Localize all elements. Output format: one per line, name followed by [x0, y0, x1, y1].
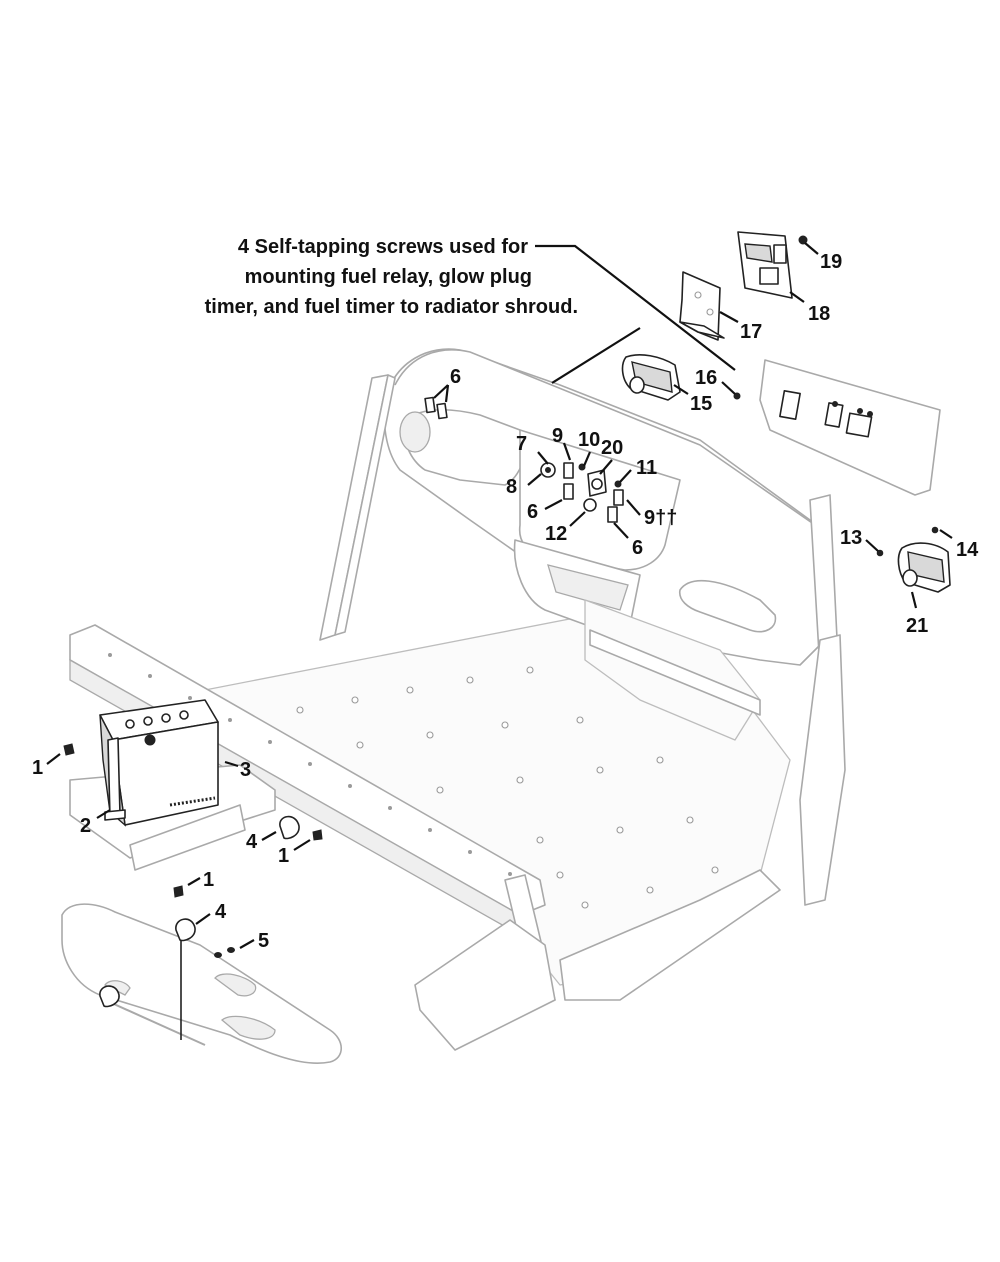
- left-roll-post-side: [334, 374, 396, 636]
- bolt-parts-1: [63, 743, 323, 898]
- radiator-shroud: [759, 359, 941, 496]
- bolt-part-1-b: [312, 829, 323, 841]
- nut-parts-5: [214, 947, 235, 958]
- note-line-3: timer, and fuel timer to radiator shroud…: [205, 296, 578, 318]
- switch-part-6-top: [424, 396, 448, 420]
- rear-step-plate: [414, 919, 556, 1051]
- callout-10: 10: [578, 429, 600, 451]
- screw-part-16: [733, 392, 741, 400]
- callout-4-lower: 4: [215, 901, 227, 923]
- callout-19: 19: [820, 251, 842, 273]
- callout-11: 11: [636, 457, 657, 479]
- callout-6-center: 6: [527, 501, 538, 523]
- bolt-part-1-a: [63, 743, 75, 756]
- floor-holes: [296, 666, 719, 909]
- relay-module-part-18: [737, 231, 793, 299]
- bumper-slot-b: [220, 1015, 276, 1040]
- battery-tray-rail: [129, 804, 246, 871]
- callout-2: 2: [80, 815, 91, 837]
- bumper-slot-c: [104, 980, 131, 996]
- clamp-part-4-a: [279, 815, 300, 840]
- key-switch-part-8: [540, 462, 556, 478]
- leader-lines: [46, 242, 953, 949]
- clamp-part-4-b: [175, 918, 196, 942]
- callout-16: 16: [695, 367, 717, 389]
- headlight-part-15: [621, 354, 681, 401]
- callout-18: 18: [808, 303, 830, 325]
- note-leader: [535, 244, 736, 371]
- switch-part-6-center: [563, 483, 574, 500]
- fuel-timer: [845, 412, 873, 438]
- right-front-post: [799, 634, 846, 906]
- fuel-relay: [779, 390, 801, 420]
- instrument-panel-switches: [563, 462, 624, 523]
- callout-5: 5: [258, 930, 269, 952]
- switch-part-9-right: [613, 489, 624, 506]
- warning-light-part-12: [583, 498, 597, 512]
- callout-14: 14: [956, 539, 979, 561]
- dash-grab-handle: [678, 579, 777, 633]
- screw-part-13: [876, 549, 884, 557]
- callout-4-upper: 4: [246, 831, 258, 853]
- clamp-mounted: [99, 985, 120, 1008]
- dashboard-top-rim: [394, 349, 816, 526]
- callout-17: 17: [740, 321, 762, 343]
- rear-right-frame: [559, 869, 781, 1001]
- callout-labels: 19 18 17 16 15 6 9 10 20 7 8 11 6 12 9††…: [32, 251, 979, 952]
- mounting-note: 4 Self-tapping screws used for mounting …: [205, 236, 578, 318]
- note-line-1: 4 Self-tapping screws used for: [238, 236, 528, 258]
- callout-1-battery: 1: [32, 757, 43, 779]
- cross-beam-holes: [108, 653, 512, 876]
- note-line-2: mounting fuel relay, glow plug: [245, 266, 532, 288]
- callout-1-bumper: 1: [203, 869, 214, 891]
- callout-3: 3: [240, 759, 251, 781]
- mounting-bracket-part-17: [679, 271, 725, 341]
- headlight-part-21: [876, 526, 951, 593]
- bolt-part-1-c: [173, 885, 184, 898]
- callout-20: 20: [601, 437, 623, 459]
- callout-9-right: 9††: [644, 507, 677, 529]
- switch-part-9: [563, 462, 574, 479]
- callout-8: 8: [506, 476, 517, 498]
- rear-crossmember: [589, 629, 761, 716]
- switch-part-6-right: [607, 506, 618, 523]
- dash-left-cylinder: [399, 411, 431, 453]
- screw-part-14: [931, 526, 939, 534]
- callout-15: 15: [690, 393, 712, 415]
- callout-21: 21: [906, 615, 928, 637]
- callout-6-right: 6: [632, 537, 643, 559]
- callout-6-top: 6: [450, 366, 461, 388]
- screw-part-19: [798, 235, 808, 245]
- note-leader-2: [551, 327, 641, 384]
- callout-7: 7: [516, 433, 527, 455]
- callout-12: 12: [545, 523, 567, 545]
- bumper-rod: [104, 999, 206, 1046]
- front-bumper-plate: [61, 903, 343, 1064]
- indicator-part-11: [614, 480, 622, 488]
- left-roll-post: [319, 374, 389, 641]
- battery-holddown-part-2: [104, 737, 126, 821]
- callout-1-clamp: 1: [278, 845, 289, 867]
- callout-9-a: 9: [552, 425, 563, 447]
- callout-13: 13: [840, 527, 862, 549]
- clamp-parts-4: [99, 815, 300, 1040]
- pocket-opening: [547, 564, 629, 611]
- bumper-slot-a: [214, 973, 257, 997]
